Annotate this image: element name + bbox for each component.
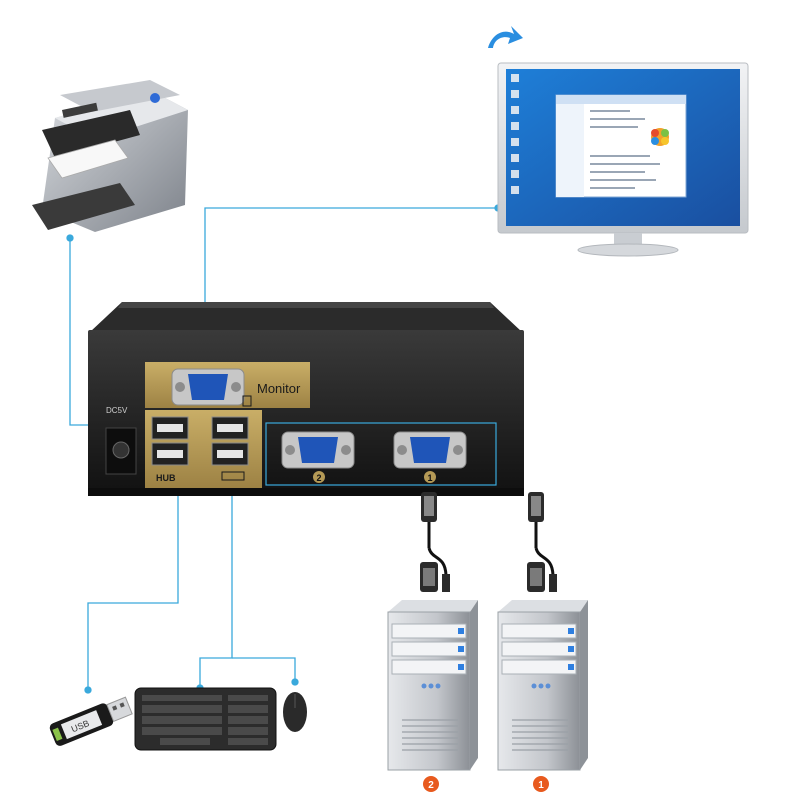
monitor-vga-port	[171, 368, 245, 406]
server-2-badge	[423, 776, 439, 792]
server-2-badge-label: 2	[428, 780, 434, 791]
printer	[32, 80, 188, 232]
kvm-cable-2	[420, 492, 450, 592]
desktop-icons	[511, 74, 519, 194]
refresh-arrow-icon	[488, 26, 523, 48]
pc-vga-port-2	[281, 431, 355, 469]
port-1-label: 1	[427, 473, 432, 483]
keyboard-icon	[221, 471, 245, 481]
system-window	[555, 94, 687, 198]
port-2-label: 2	[316, 473, 321, 483]
hub-to-usb-stick-line	[87, 492, 179, 690]
usb-flash-drive: USB	[49, 696, 133, 746]
mouse	[283, 692, 307, 732]
hub-label: HUB	[156, 473, 176, 483]
server-1-badge	[533, 776, 549, 792]
server-2: 2	[387, 600, 478, 792]
server-1: 1	[497, 600, 588, 792]
server-1-badge-label: 1	[538, 780, 544, 791]
usb-hub-ports	[151, 416, 249, 466]
hub-to-keyboard-mouse-line	[199, 492, 233, 688]
kvm-switch: Monitor HUB DC5V	[88, 302, 524, 496]
kvm-cable-1	[527, 492, 557, 592]
dc-input-label: DC5V	[106, 406, 128, 415]
keyboard-mouse-split-line	[232, 657, 296, 682]
monitor	[488, 26, 749, 257]
lock-icon	[242, 395, 252, 407]
dc-power-jack: DC5V	[105, 406, 137, 475]
pc-vga-port-1	[393, 431, 467, 469]
keyboard	[134, 687, 277, 751]
pc-input-ports-frame	[265, 422, 497, 486]
monitor-port-label: Monitor	[257, 381, 301, 396]
